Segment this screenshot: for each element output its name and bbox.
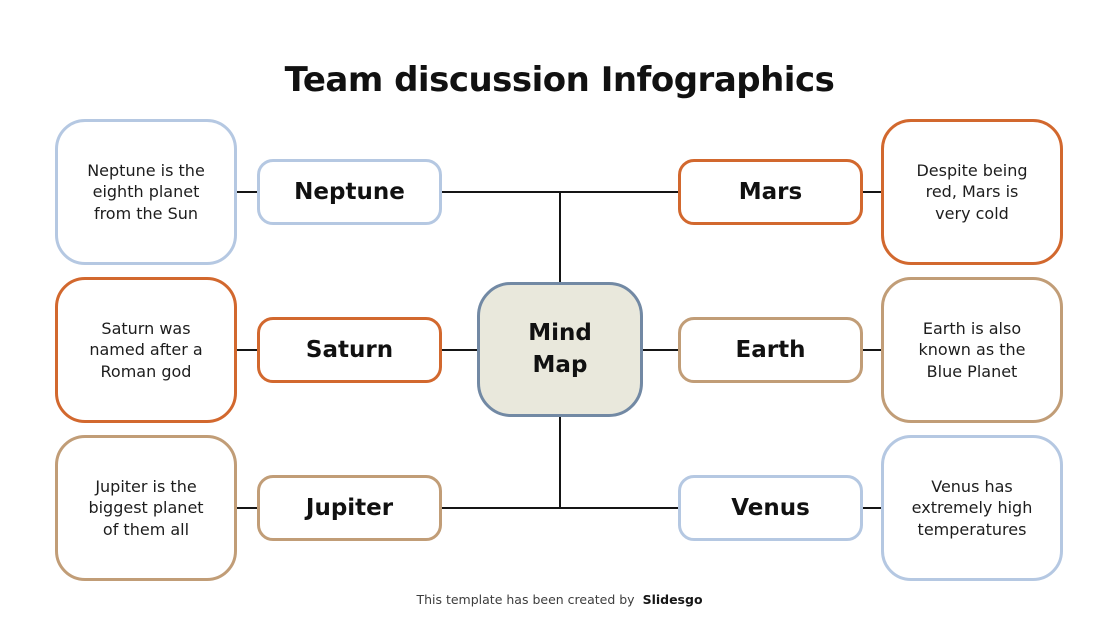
neptune-description-box: Neptune is the eighth planet from the Su… bbox=[55, 119, 237, 265]
center-node-mind-map: Mind Map bbox=[477, 282, 643, 417]
jupiter-label-box: Jupiter bbox=[257, 475, 442, 541]
venus-description-text: Venus has extremely high temperatures bbox=[911, 476, 1033, 539]
connector-venus-label-desc bbox=[863, 507, 881, 509]
footer-credit-text: This template has been created by bbox=[416, 592, 635, 607]
earth-description-box: Earth is also known as the Blue Planet bbox=[881, 277, 1063, 423]
saturn-description-box: Saturn was named after a Roman god bbox=[55, 277, 237, 423]
footer-brand: Slidesgo bbox=[642, 592, 703, 607]
connector-center-earth bbox=[643, 349, 678, 351]
jupiter-description-box: Jupiter is the biggest planet of them al… bbox=[55, 435, 237, 581]
neptune-description-text: Neptune is the eighth planet from the Su… bbox=[87, 160, 205, 223]
mars-description-text: Despite being red, Mars is very cold bbox=[916, 160, 1028, 223]
connector-earth-label-desc bbox=[863, 349, 881, 351]
venus-description-box: Venus has extremely high temperatures bbox=[881, 435, 1063, 581]
connector-jupiter-desc-label bbox=[237, 507, 257, 509]
saturn-description-text: Saturn was named after a Roman god bbox=[89, 318, 203, 381]
connector-neptune-desc-label bbox=[237, 191, 257, 193]
mars-label-text: Mars bbox=[738, 179, 803, 205]
earth-label-text: Earth bbox=[735, 337, 806, 363]
saturn-label-text: Saturn bbox=[305, 337, 394, 363]
earth-label-box: Earth bbox=[678, 317, 863, 383]
venus-label-text: Venus bbox=[731, 495, 810, 521]
neptune-label-box: Neptune bbox=[257, 159, 442, 225]
connector-bottom-vertical bbox=[559, 417, 561, 507]
center-node-label: Mind Map bbox=[528, 320, 592, 378]
connector-top-vertical bbox=[559, 193, 561, 282]
jupiter-label-text: Jupiter bbox=[305, 495, 394, 521]
mars-label-box: Mars bbox=[678, 159, 863, 225]
footer-credit: This template has been created by Slides… bbox=[0, 592, 1119, 607]
connector-mars-label-desc bbox=[863, 191, 881, 193]
venus-label-box: Venus bbox=[678, 475, 863, 541]
connector-bottom-horizontal bbox=[442, 507, 678, 509]
neptune-label-text: Neptune bbox=[294, 179, 405, 205]
page-title: Team discussion Infographics bbox=[284, 60, 835, 100]
earth-description-text: Earth is also known as the Blue Planet bbox=[918, 318, 1026, 381]
connector-saturn-center bbox=[442, 349, 477, 351]
connector-top-horizontal bbox=[442, 191, 678, 193]
jupiter-description-text: Jupiter is the biggest planet of them al… bbox=[88, 476, 204, 539]
saturn-label-box: Saturn bbox=[257, 317, 442, 383]
mars-description-box: Despite being red, Mars is very cold bbox=[881, 119, 1063, 265]
connector-saturn-desc-label bbox=[237, 349, 257, 351]
